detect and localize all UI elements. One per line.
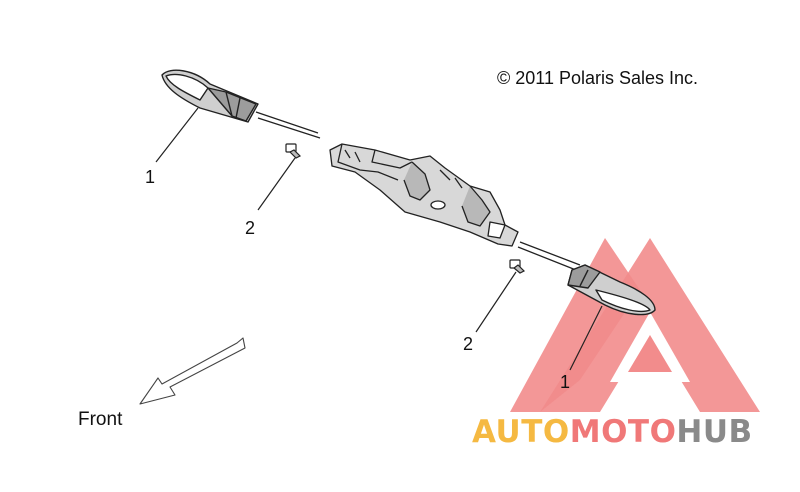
watermark-hub: HUB <box>676 414 752 450</box>
watermark-text: AUTOMOTOHUB <box>472 414 753 450</box>
front-label: Front <box>78 409 123 430</box>
watermark-auto: AUTO <box>472 414 570 450</box>
mounting-bracket <box>329 143 519 247</box>
callout-2-right: 2 <box>463 334 473 354</box>
callout-2-left: 2 <box>245 218 255 238</box>
left-turn-signal <box>161 69 259 123</box>
left-bolt <box>285 143 302 159</box>
right-bolt <box>509 259 526 274</box>
front-arrow <box>139 337 246 405</box>
callout-1-right: 1 <box>560 372 570 392</box>
watermark-triangle-core <box>628 335 672 372</box>
watermark-logo <box>510 238 760 412</box>
right-turn-signal <box>567 264 656 316</box>
watermark-moto: MOTO <box>570 414 677 450</box>
wiring <box>255 111 581 271</box>
callout-1-left: 1 <box>145 167 155 187</box>
copyright-text: © 2011 Polaris Sales Inc. <box>497 68 698 88</box>
leader-lines <box>155 107 603 371</box>
